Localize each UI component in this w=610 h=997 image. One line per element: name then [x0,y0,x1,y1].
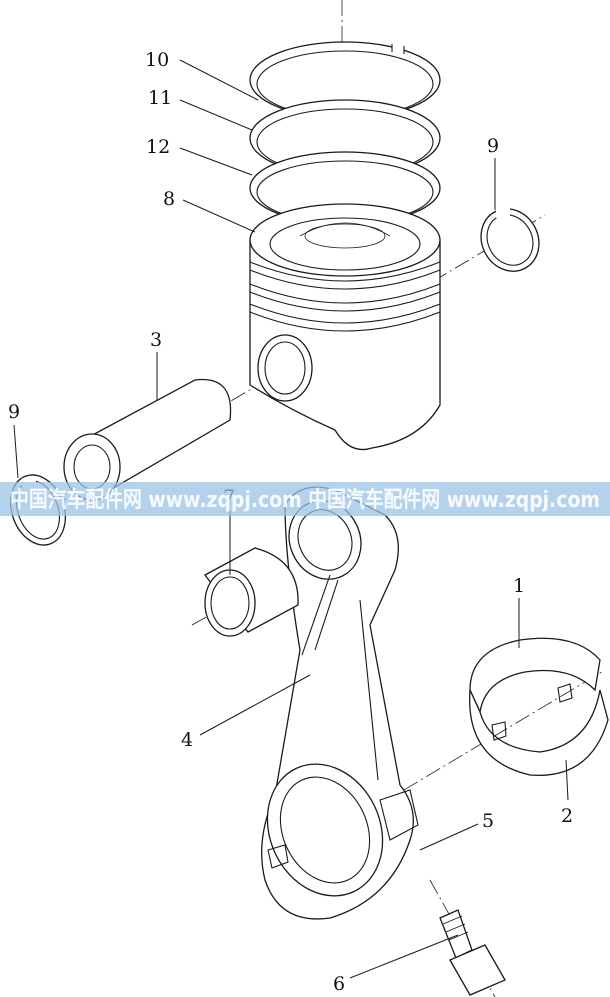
callout-12: 12 [146,136,170,158]
small-end-bushing [204,547,299,637]
callout-11: 11 [148,87,172,109]
callout-2: 2 [561,805,573,827]
callout-9-left: 9 [8,401,20,423]
connecting-rod [261,486,419,920]
callout-1: 1 [513,575,525,597]
callout-6: 6 [333,973,345,995]
bearing-shell-lower [469,689,609,777]
watermark-strip [0,482,610,516]
piston [249,203,441,451]
callout-9-right: 9 [487,135,499,157]
piston-pin [63,378,232,501]
bearing-shell-upper [469,637,601,715]
callout-3: 3 [150,329,162,351]
watermark-text: 中国汽车配件网 www.zqpj.com 中国汽车配件网 www.zqpj.co… [10,487,600,513]
leader-lines [13,59,569,979]
callout-4: 4 [181,729,193,751]
rod-bolt [439,909,506,996]
callout-10: 10 [145,49,169,71]
callout-8: 8 [163,188,175,210]
watermark-band: 中国汽车配件网 www.zqpj.com 中国汽车配件网 www.zqpj.co… [0,482,610,516]
callout-5: 5 [482,810,494,832]
snap-ring-right [480,206,540,272]
